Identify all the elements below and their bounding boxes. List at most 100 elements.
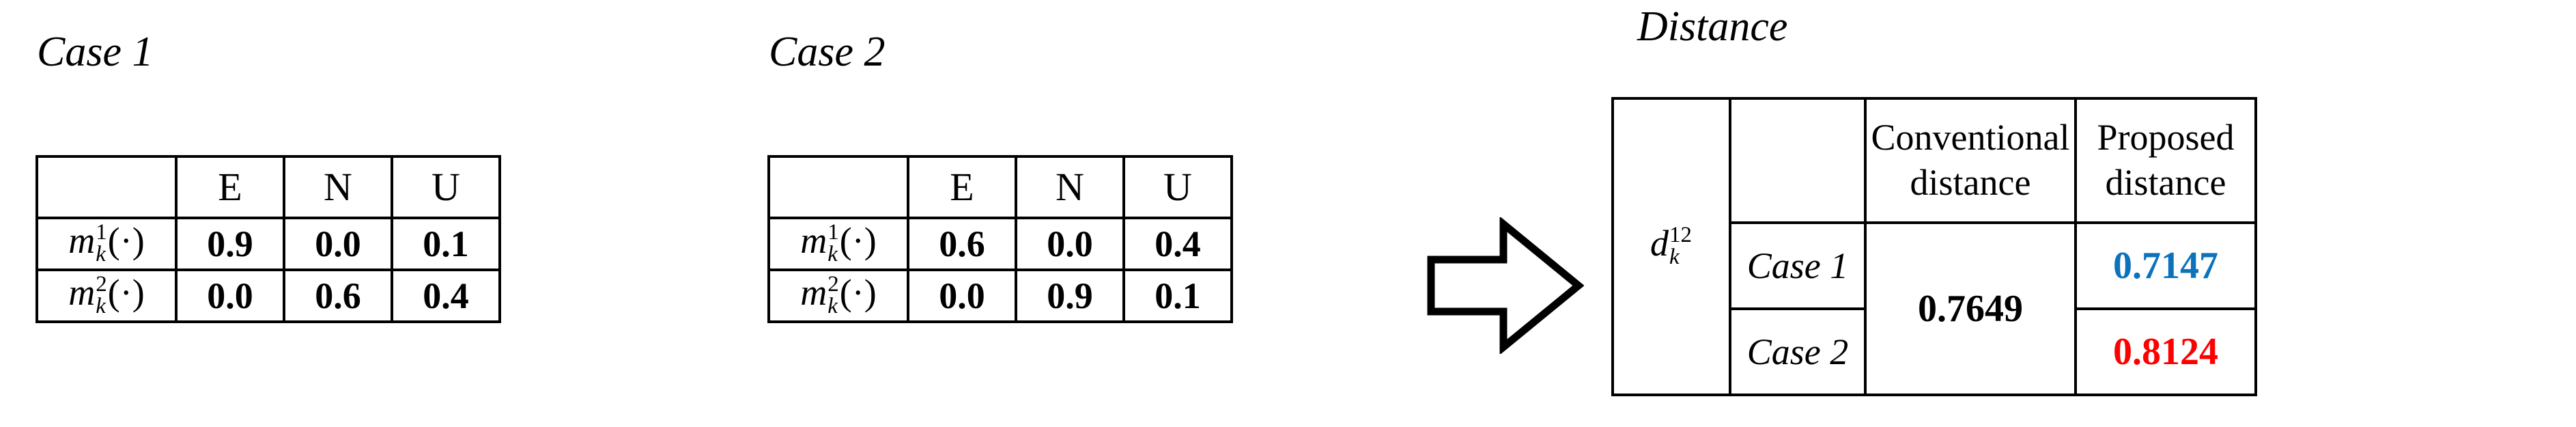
case1-header-blank: [36, 155, 178, 219]
symbol-subscript: k: [1669, 244, 1680, 269]
conventional-header-line2: distance: [1910, 162, 2031, 203]
column-label-e: E: [950, 165, 974, 209]
symbol-superscript: 2: [827, 272, 839, 297]
case2-row1-n: 0.0: [1015, 217, 1125, 271]
conventional-header-line1: Conventional: [1871, 117, 2070, 159]
proposed-distance-value-cell-case2: 0.8124: [2074, 307, 2257, 396]
case1-header-e: E: [175, 155, 285, 219]
case-label: Case 2: [1746, 331, 1849, 372]
cell-value: 0.9: [207, 223, 253, 264]
distance-row2-case: Case 2: [1729, 307, 1867, 396]
cell-value: 0.6: [315, 275, 361, 316]
case1-header-u: U: [391, 155, 501, 219]
symbol-superscript: 12: [1669, 223, 1692, 248]
table-row: Case 2 0.8124: [1613, 307, 2257, 396]
distance-row1-case: Case 1: [1729, 221, 1867, 310]
case2-caption: Case 2: [769, 29, 886, 75]
proposed-distance-value-cell-case1: 0.7147: [2074, 221, 2257, 310]
cell-value: 0.0: [1047, 223, 1093, 264]
table-row: Case 1 0.7649 0.7147: [1613, 221, 2257, 396]
column-label-n: N: [324, 165, 352, 209]
cell-value: 0.0: [207, 275, 253, 316]
case2-row2-n: 0.9: [1015, 268, 1125, 323]
symbol-superscript: 1: [96, 220, 107, 245]
symbol-subscript: k: [96, 241, 106, 266]
case2-header-blank: [767, 155, 909, 219]
case1-row2-u: 0.4: [391, 268, 501, 323]
case2-header-e: E: [907, 155, 1017, 219]
symbol-base: m: [68, 220, 96, 262]
symbol-subscript: k: [827, 293, 838, 318]
distance-header-blank: [1729, 97, 1867, 224]
cell-value: 0.4: [423, 275, 469, 316]
symbol-superscript: 1: [827, 220, 839, 245]
case-label: Case 1: [1746, 245, 1849, 286]
symbol-argument: (·): [107, 272, 145, 314]
symbol-subscript: k: [827, 241, 838, 266]
proposed-header-line1: Proposed: [2097, 117, 2235, 159]
conventional-distance-value-cell: 0.7649: [1864, 221, 2077, 396]
symbol-argument: (·): [107, 220, 145, 262]
case1-row2-n: 0.6: [283, 268, 393, 323]
column-label-u: U: [431, 165, 460, 209]
case1-row1-u: 0.1: [391, 217, 501, 271]
case2-header-u: U: [1122, 155, 1233, 219]
cell-value: 0.4: [1155, 223, 1201, 264]
column-label-u: U: [1163, 165, 1192, 209]
column-label-n: N: [1056, 165, 1084, 209]
case1-row1-n: 0.0: [283, 217, 393, 271]
case2-row1-e: 0.6: [907, 217, 1017, 271]
cell-value: 0.6: [939, 223, 985, 264]
column-label-e: E: [218, 165, 242, 209]
case1-row2-e: 0.0: [175, 268, 285, 323]
table-header-row: E N U: [36, 155, 501, 219]
case2-row1-u: 0.4: [1122, 217, 1233, 271]
right-block-arrow-icon: [1427, 217, 1584, 354]
conventional-distance-value: 0.7649: [1918, 288, 2023, 330]
cell-value: 0.0: [939, 275, 985, 316]
case2-row2-e: 0.0: [907, 268, 1017, 323]
case2-header-n: N: [1015, 155, 1125, 219]
case1-header-n: N: [283, 155, 393, 219]
symbol-base: m: [68, 272, 96, 314]
symbol-superscript: 2: [96, 272, 107, 297]
symbol-base: d: [1650, 223, 1669, 264]
distance-header-conventional: Conventional distance: [1864, 97, 2077, 224]
proposed-header-line2: distance: [2105, 162, 2226, 203]
case2-row2-u: 0.1: [1122, 268, 1233, 323]
cell-value: 0.0: [315, 223, 361, 264]
symbol-argument: (·): [839, 272, 877, 314]
cell-value: 0.9: [1047, 275, 1093, 316]
cell-value: 0.1: [423, 223, 469, 264]
table-header-row: E N U: [767, 155, 1233, 219]
proposed-distance-value: 0.7147: [2113, 245, 2218, 287]
distance-header-proposed: Proposed distance: [2074, 97, 2257, 224]
case1-row1-e: 0.9: [175, 217, 285, 271]
cell-value: 0.1: [1155, 275, 1201, 316]
case1-caption: Case 1: [37, 29, 154, 75]
symbol-base: m: [800, 272, 827, 314]
